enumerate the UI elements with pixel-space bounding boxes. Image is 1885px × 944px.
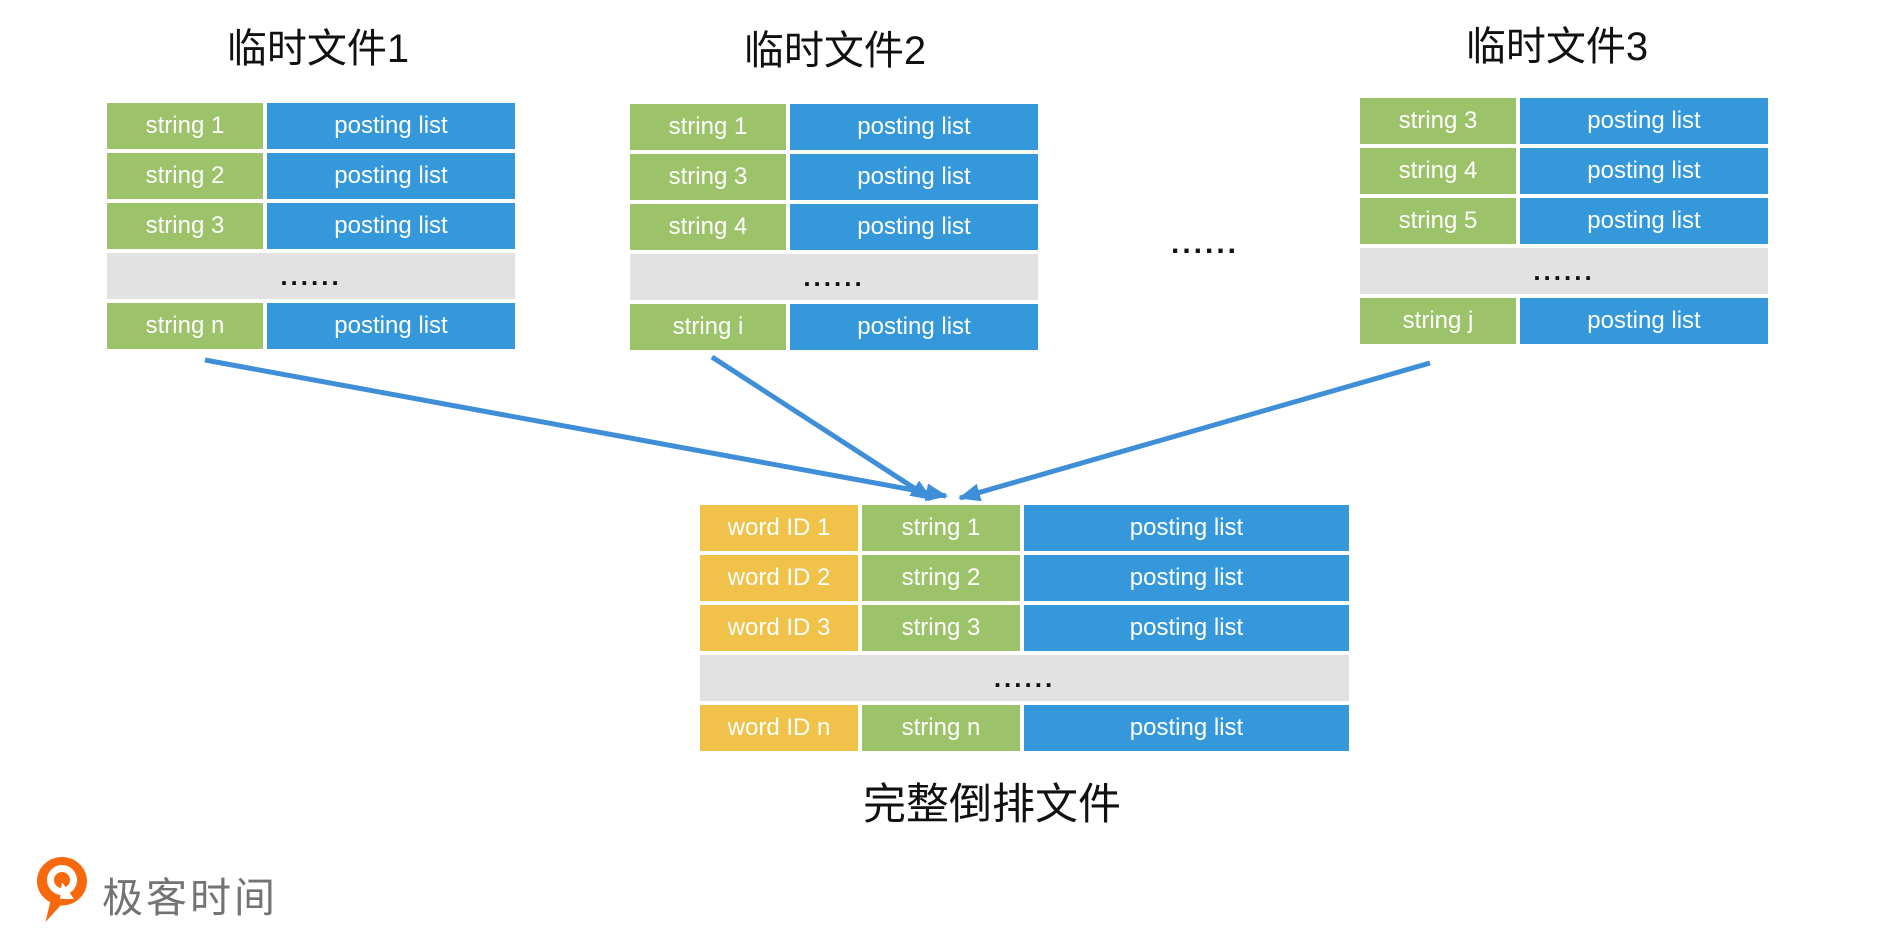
- string-cell: string 1: [107, 103, 263, 149]
- string-cell: string 1: [862, 505, 1020, 551]
- table-row: string j posting list: [1360, 298, 1768, 344]
- table-row: word ID 2 string 2 posting list: [700, 555, 1349, 601]
- string-cell: string 1: [630, 104, 786, 150]
- posting-list-cell: posting list: [790, 304, 1038, 350]
- geektime-logo-icon: [36, 856, 88, 931]
- string-cell: string 3: [630, 154, 786, 200]
- ellipsis-text: ......: [700, 655, 1349, 701]
- temp-file-2-table: string 1 posting list string 3 posting l…: [630, 104, 1038, 350]
- table-row: string 3 posting list: [1360, 98, 1768, 144]
- table-row: word ID 1 string 1 posting list: [700, 505, 1349, 551]
- ellipsis-text: ......: [630, 254, 1038, 300]
- posting-list-cell: posting list: [1520, 298, 1768, 344]
- table-row: string 3 posting list: [107, 203, 515, 249]
- table-row: string 2 posting list: [107, 153, 515, 199]
- string-cell: string 4: [630, 204, 786, 250]
- temp-file-3-table: string 3 posting list string 4 posting l…: [1360, 98, 1768, 344]
- posting-list-cell: posting list: [267, 153, 515, 199]
- posting-list-cell: posting list: [1520, 148, 1768, 194]
- posting-list-cell: posting list: [1024, 505, 1349, 551]
- ellipsis-text: ......: [1360, 248, 1768, 294]
- ellipsis-row: ......: [1360, 248, 1768, 294]
- posting-list-cell: posting list: [790, 154, 1038, 200]
- table-row: word ID 3 string 3 posting list: [700, 605, 1349, 651]
- string-cell: string 3: [1360, 98, 1516, 144]
- posting-list-cell: posting list: [1024, 705, 1349, 751]
- word-id-cell: word ID 1: [700, 505, 858, 551]
- table-row: string 4 posting list: [1360, 148, 1768, 194]
- posting-list-cell: posting list: [267, 103, 515, 149]
- table-row: string 3 posting list: [630, 154, 1038, 200]
- posting-list-cell: posting list: [1024, 605, 1349, 651]
- string-cell: string 4: [1360, 148, 1516, 194]
- string-cell: string i: [630, 304, 786, 350]
- table-row: string 5 posting list: [1360, 198, 1768, 244]
- word-id-cell: word ID n: [700, 705, 858, 751]
- ellipsis-row: ......: [700, 655, 1349, 701]
- merge-arrow-from-file3: [958, 360, 1431, 502]
- word-id-cell: word ID 2: [700, 555, 858, 601]
- temp-file-3-title: 临时文件3: [1465, 25, 1649, 69]
- temp-file-1-title: 临时文件1: [226, 27, 410, 71]
- table-row: string n posting list: [107, 303, 515, 349]
- string-cell: string n: [107, 303, 263, 349]
- string-cell: string j: [1360, 298, 1516, 344]
- geektime-logo: 极客时间: [36, 856, 278, 931]
- merge-arrow-from-file2: [710, 354, 933, 502]
- string-cell: string 2: [862, 555, 1020, 601]
- table-row: string i posting list: [630, 304, 1038, 350]
- ellipsis-row: ......: [107, 253, 515, 299]
- merged-file-table: word ID 1 string 1 posting list word ID …: [700, 505, 1349, 751]
- merge-arrow-from-file1: [204, 357, 948, 502]
- string-cell: string n: [862, 705, 1020, 751]
- string-cell: string 5: [1360, 198, 1516, 244]
- geektime-logo-text: 极客时间: [102, 874, 278, 921]
- table-row: word ID n string n posting list: [700, 705, 1349, 751]
- posting-list-cell: posting list: [790, 204, 1038, 250]
- posting-list-cell: posting list: [267, 303, 515, 349]
- posting-list-cell: posting list: [1520, 198, 1768, 244]
- string-cell: string 3: [107, 203, 263, 249]
- between-tables-ellipsis: ......: [1170, 227, 1239, 260]
- table-row: string 1 posting list: [630, 104, 1038, 150]
- posting-list-cell: posting list: [267, 203, 515, 249]
- ellipsis-text: ......: [107, 253, 515, 299]
- table-row: string 1 posting list: [107, 103, 515, 149]
- string-cell: string 3: [862, 605, 1020, 651]
- ellipsis-row: ......: [630, 254, 1038, 300]
- temp-file-2-title: 临时文件2: [743, 29, 927, 73]
- posting-list-cell: posting list: [790, 104, 1038, 150]
- table-row: string 4 posting list: [630, 204, 1038, 250]
- word-id-cell: word ID 3: [700, 605, 858, 651]
- temp-file-1-table: string 1 posting list string 2 posting l…: [107, 103, 515, 349]
- posting-list-cell: posting list: [1024, 555, 1349, 601]
- posting-list-cell: posting list: [1520, 98, 1768, 144]
- merged-file-caption: 完整倒排文件: [863, 781, 1121, 829]
- string-cell: string 2: [107, 153, 263, 199]
